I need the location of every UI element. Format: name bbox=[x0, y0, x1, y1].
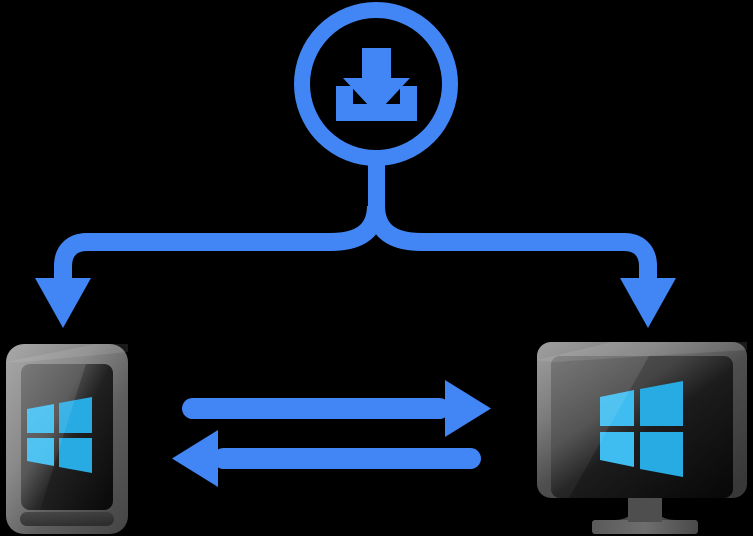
sync-arrow-left-shaft bbox=[213, 448, 481, 469]
device-desktop[interactable] bbox=[537, 342, 747, 534]
sync-arrow-left-head bbox=[172, 430, 218, 487]
monitor-stand-base bbox=[592, 520, 698, 534]
monitor-gloss bbox=[551, 356, 649, 498]
sync-arrows bbox=[172, 380, 491, 487]
tablet-frame-gloss bbox=[6, 344, 128, 362]
sync-arrow-left[interactable] bbox=[172, 430, 481, 487]
download-circle-outline bbox=[294, 2, 458, 166]
tray-floor bbox=[336, 104, 417, 121]
monitor-stand-column bbox=[628, 498, 662, 522]
download-source-node[interactable] bbox=[294, 2, 458, 212]
sync-arrow-right-shaft bbox=[182, 398, 450, 419]
download-arrow-head bbox=[343, 78, 410, 114]
sync-arrow-right-head bbox=[445, 380, 491, 437]
device-tablet[interactable] bbox=[6, 344, 128, 534]
sync-arrow-right[interactable] bbox=[182, 380, 491, 437]
branch-connectors bbox=[35, 205, 676, 328]
branch-arrowhead-right bbox=[620, 278, 676, 328]
tablet-speaker-bar bbox=[20, 512, 114, 526]
tablet-gloss-clip bbox=[21, 364, 86, 510]
monitor-bezel-gloss bbox=[537, 342, 747, 362]
download-arrow-tray-icon bbox=[336, 48, 417, 121]
branch-path-left[interactable] bbox=[54, 205, 385, 281]
windows-pane-bottom-right bbox=[59, 438, 92, 473]
branch-arrowhead-left bbox=[35, 278, 91, 328]
branch-path-right[interactable] bbox=[367, 205, 657, 281]
windows-pane-bottom-left bbox=[600, 432, 634, 467]
windows-pane-top-right bbox=[640, 381, 683, 426]
windows-pane-bottom-right bbox=[640, 432, 683, 477]
monitor-gloss-clip bbox=[551, 356, 649, 498]
tablet-gloss bbox=[21, 364, 86, 510]
